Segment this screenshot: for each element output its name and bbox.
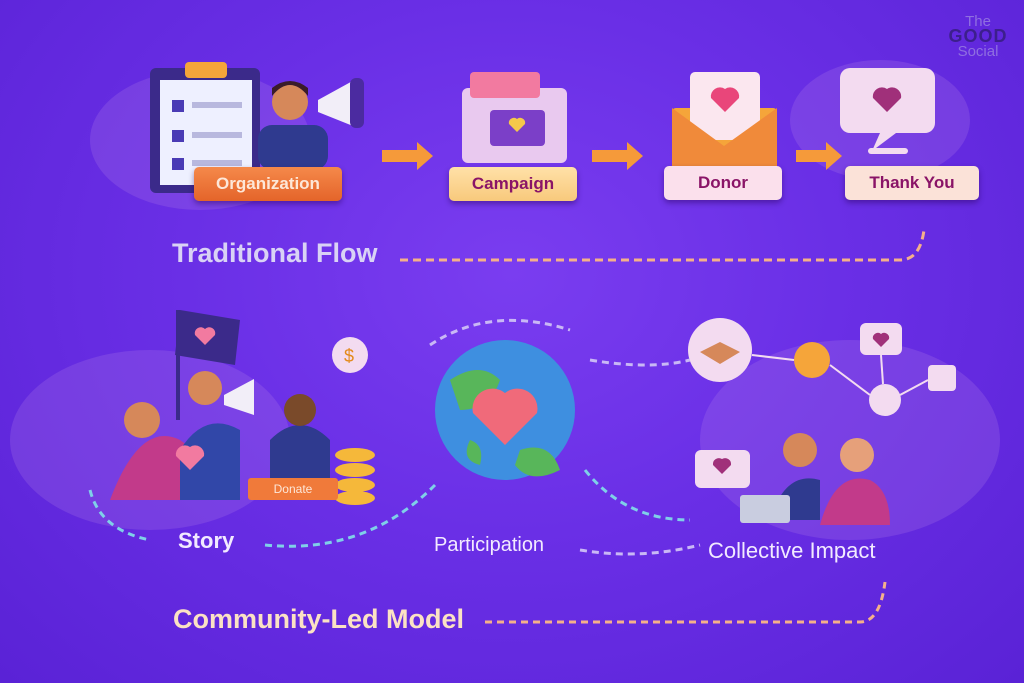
brand-logo: The GOOD Social <box>938 14 1018 59</box>
dollar-bubble-icon <box>332 337 368 373</box>
logo-text: The <box>965 13 991 30</box>
campaign-card-icon <box>462 72 567 163</box>
step-donor: Donor <box>664 166 782 200</box>
step-story: Story <box>178 528 235 553</box>
logo-text: GOOD <box>948 26 1008 46</box>
step-thank-you: Thank You <box>845 166 979 200</box>
envelope-heart-icon <box>672 72 777 168</box>
step-campaign: Campaign <box>449 167 577 201</box>
svg-text:$: $ <box>344 346 354 366</box>
speech-bubble-heart-icon <box>840 68 935 154</box>
logo-text: Social <box>957 43 999 60</box>
community-dashed-line <box>485 581 887 624</box>
community-model-heading: Community-Led Model <box>173 604 464 634</box>
step-collective-impact: Collective Impact <box>708 538 876 563</box>
step-organization: Organization <box>194 167 342 201</box>
globe-heart-icon <box>435 340 575 480</box>
step-participation: Participation <box>434 534 545 556</box>
traditional-dashed-line <box>400 229 926 262</box>
person-megaphone-icon <box>258 78 364 170</box>
network-collective-illustration <box>688 318 956 525</box>
donate-sign: Donate <box>248 478 338 500</box>
flow-arrows <box>382 142 842 170</box>
traditional-flow-heading: Traditional Flow <box>172 238 378 268</box>
